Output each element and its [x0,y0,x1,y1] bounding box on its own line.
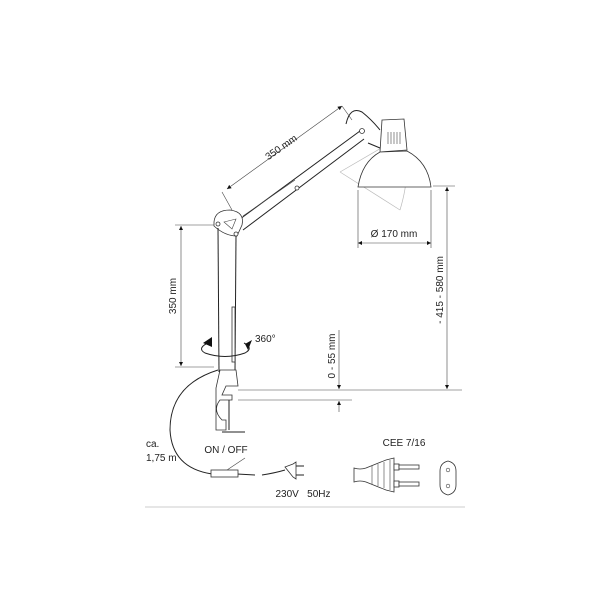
lower-arm-dimension: 350 mm [168,224,214,368]
upper-arm-label: 350 mm [264,133,300,163]
clamp-range-label: 0 - 55 mm [327,333,338,378]
switch-label: ON / OFF [204,445,247,456]
clamp-range-dimension: 0 - 55 mm [327,330,342,412]
upper-arm-dimension: 350 mm [221,105,353,211]
clamp [215,369,245,433]
cord-length-label: 1,75 m [146,453,177,464]
lower-arm [217,227,237,373]
cord-length-prefix: ca. [146,439,159,450]
lamp-head [345,110,432,188]
elbow-joint [213,209,243,237]
power-label: 230V 50Hz [275,489,330,500]
lower-arm-label: 350 mm [168,278,179,314]
rotation-indicator: 360° [200,334,276,357]
socket-illustration [439,460,457,496]
cee-plug-illustration [353,457,420,493]
height-label: - 415 - 580 mm [435,256,446,324]
rotation-label: 360° [255,334,276,345]
shade-diameter-dimension: Ø 170 mm [357,190,432,248]
on-off-switch [210,469,239,478]
upper-arm [235,130,365,231]
height-dimension: - 415 - 580 mm [433,185,455,389]
shade-diameter-label: Ø 170 mm [371,229,418,240]
plug-type-label: CEE 7/16 [383,438,426,449]
power-cord [169,369,304,480]
